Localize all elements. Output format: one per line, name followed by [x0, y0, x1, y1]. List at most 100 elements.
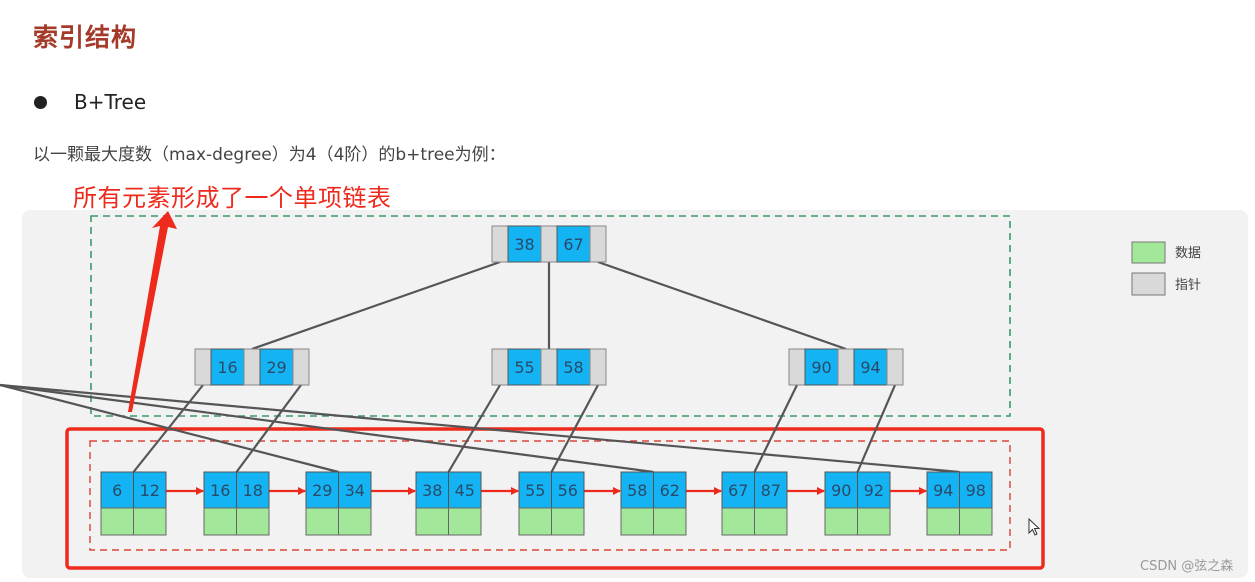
key-value: 16: [210, 481, 230, 500]
key-value: 62: [660, 481, 680, 500]
key-cell: [853, 348, 888, 386]
data-cell: [551, 507, 585, 536]
pointer-cell: [292, 348, 310, 386]
data-cell: [653, 507, 687, 536]
key-cell: [415, 471, 449, 509]
key-cell: [518, 471, 552, 509]
key-value: 94: [933, 481, 953, 500]
data-cell: [100, 507, 134, 536]
data-cell: [721, 507, 755, 536]
key-value: 18: [243, 481, 263, 500]
annotation-arrow-icon: [128, 211, 177, 412]
data-cell: [415, 507, 449, 536]
pointer-cell: [886, 348, 904, 386]
data-cell: [133, 507, 167, 536]
key-value: 87: [761, 481, 781, 500]
legend-label-data: 数据: [1175, 246, 1201, 261]
internal-nodes-region: [90, 215, 1011, 417]
key-value: 98: [966, 481, 986, 500]
key-value: 29: [312, 481, 332, 500]
tree-edge: [251, 260, 501, 351]
key-value: 55: [525, 481, 545, 500]
key-cell: [653, 471, 687, 509]
leaf-highlight-box: [65, 427, 1045, 570]
data-cell: [305, 507, 339, 536]
tree-edge: [597, 260, 847, 351]
key-value: 67: [728, 481, 748, 500]
key-cell: [338, 471, 372, 509]
key-value: 94: [860, 358, 880, 377]
key-cell: [556, 225, 591, 263]
leaf-node: 55 56: [518, 471, 585, 536]
pointer-cell: [491, 225, 509, 263]
key-value: 55: [514, 358, 534, 377]
watermark: CSDN @弦之森: [1140, 559, 1234, 574]
key-value: 58: [563, 358, 583, 377]
leaf-node: 67 87: [721, 471, 788, 536]
tree-edge: [0, 383, 339, 474]
key-value: 6: [112, 481, 122, 500]
key-value: 12: [140, 481, 160, 500]
pointer-cell: [243, 348, 261, 386]
legend-label-pointer: 指针: [1175, 278, 1201, 293]
data-cell: [620, 507, 654, 536]
leaf-nodes-region: [89, 440, 1011, 551]
key-value: 56: [558, 481, 578, 500]
data-cell: [236, 507, 270, 536]
data-cell: [824, 507, 858, 536]
legend-swatch-data: [1131, 241, 1166, 264]
tree-edge: [753, 384, 798, 473]
mouse-cursor-icon: [1028, 518, 1041, 536]
key-cell: [754, 471, 788, 509]
legend-swatch-pointer: [1131, 272, 1166, 296]
key-value: 58: [627, 481, 647, 500]
key-value: 45: [455, 481, 475, 500]
bullet-text: B+Tree: [74, 90, 147, 114]
key-value: 34: [345, 481, 365, 500]
key-value: 92: [864, 481, 884, 500]
data-cell: [754, 507, 788, 536]
pointer-cell: [194, 348, 212, 386]
data-cell: [518, 507, 552, 536]
key-value: 90: [811, 358, 831, 377]
bullet-item: B+Tree: [34, 90, 146, 114]
key-value: 29: [266, 358, 286, 377]
key-cell: [259, 348, 294, 386]
pointer-cell: [589, 225, 607, 263]
tree-edge: [550, 384, 599, 473]
key-value: 67: [563, 235, 583, 254]
key-cell: [203, 471, 237, 509]
data-cell: [338, 507, 372, 536]
data-cell: [926, 507, 960, 536]
annotation-text: 所有元素形成了一个单项链表: [73, 184, 392, 212]
internal-node: 55 58: [491, 348, 607, 386]
page-title: 索引结构: [33, 23, 138, 52]
key-cell: [556, 348, 591, 386]
leaf-node: 6 12: [100, 471, 167, 536]
key-value: 38: [422, 481, 442, 500]
tree-edge: [0, 383, 654, 474]
leaf-node: 58 62: [620, 471, 687, 536]
data-cell: [959, 507, 993, 536]
pointer-cell: [837, 348, 855, 386]
leaf-node: 94 98: [926, 471, 993, 536]
description-text: 以一颗最大度数（max-degree）为4（4阶）的b+tree为例：: [33, 145, 506, 165]
pointer-cell: [788, 348, 806, 386]
pointer-cell: [491, 348, 509, 386]
key-cell: [721, 471, 755, 509]
data-cell: [203, 507, 237, 536]
bullet-dot-icon: [34, 95, 47, 109]
tree-edge: [235, 384, 302, 473]
tree-edge: [0, 383, 960, 474]
key-cell: [551, 471, 585, 509]
data-cell: [448, 507, 482, 536]
leaf-node: 38 45: [415, 471, 482, 536]
key-value: 16: [217, 358, 237, 377]
key-cell: [620, 471, 654, 509]
pointer-cell: [540, 348, 558, 386]
key-value: 38: [514, 235, 534, 254]
